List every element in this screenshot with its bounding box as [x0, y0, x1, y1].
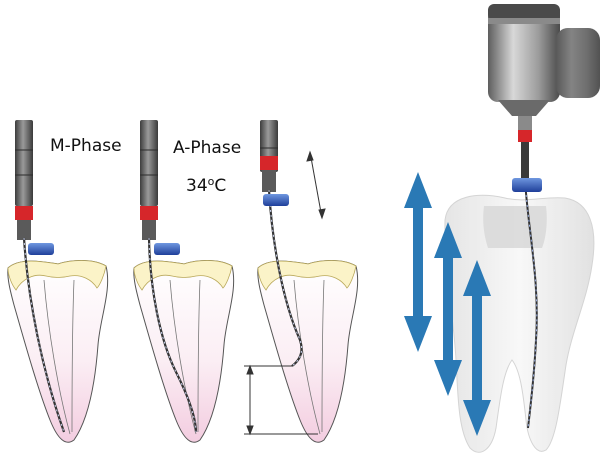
- temperature-unit: C: [214, 176, 227, 196]
- rubber-stop: [28, 243, 54, 255]
- a-phase-label: A-Phase: [173, 138, 242, 158]
- file-handle: [15, 120, 33, 206]
- rotary-file: [512, 178, 542, 429]
- file-shaft: [267, 189, 303, 367]
- rubber-stop: [263, 194, 289, 206]
- rubber-stop: [512, 178, 542, 192]
- enamel-crown: [133, 260, 233, 291]
- file-m-phase: [15, 120, 66, 433]
- root-canal: [169, 279, 201, 435]
- motion-arrow: [306, 150, 326, 220]
- rubber-stop: [154, 243, 180, 255]
- file-measure: [244, 120, 326, 436]
- double-arrow-small: [463, 260, 491, 436]
- temperature-value: 34: [186, 176, 208, 196]
- file-handle: [140, 120, 158, 206]
- tooth-outline: [133, 260, 235, 443]
- enamel-crown: [7, 260, 107, 291]
- pulp-chamber: [483, 206, 547, 248]
- red-band: [518, 130, 532, 142]
- m-phase-label: M-Phase: [50, 136, 122, 156]
- file-shaft: [22, 237, 66, 433]
- double-arrow-large: [404, 172, 432, 352]
- temperature-label: 34oC: [186, 176, 226, 195]
- enamel-crown: [257, 260, 357, 291]
- reciprocation-arrows: [404, 172, 491, 436]
- red-band: [140, 206, 158, 220]
- red-band: [15, 206, 33, 220]
- tooth-outline: [257, 260, 359, 443]
- file-a-phase: [140, 120, 198, 433]
- tooth-length-measure: [257, 260, 359, 443]
- molar-tooth: [444, 194, 595, 453]
- root-canal: [293, 279, 325, 435]
- red-band: [260, 156, 278, 170]
- length-bracket: [244, 364, 318, 436]
- double-arrow-medium: [434, 222, 462, 396]
- root-canal: [43, 279, 75, 435]
- handpiece-head: [488, 4, 560, 102]
- tooth-a-phase: [133, 260, 235, 443]
- temperature-degree: o: [207, 175, 215, 188]
- handpiece: [488, 4, 600, 182]
